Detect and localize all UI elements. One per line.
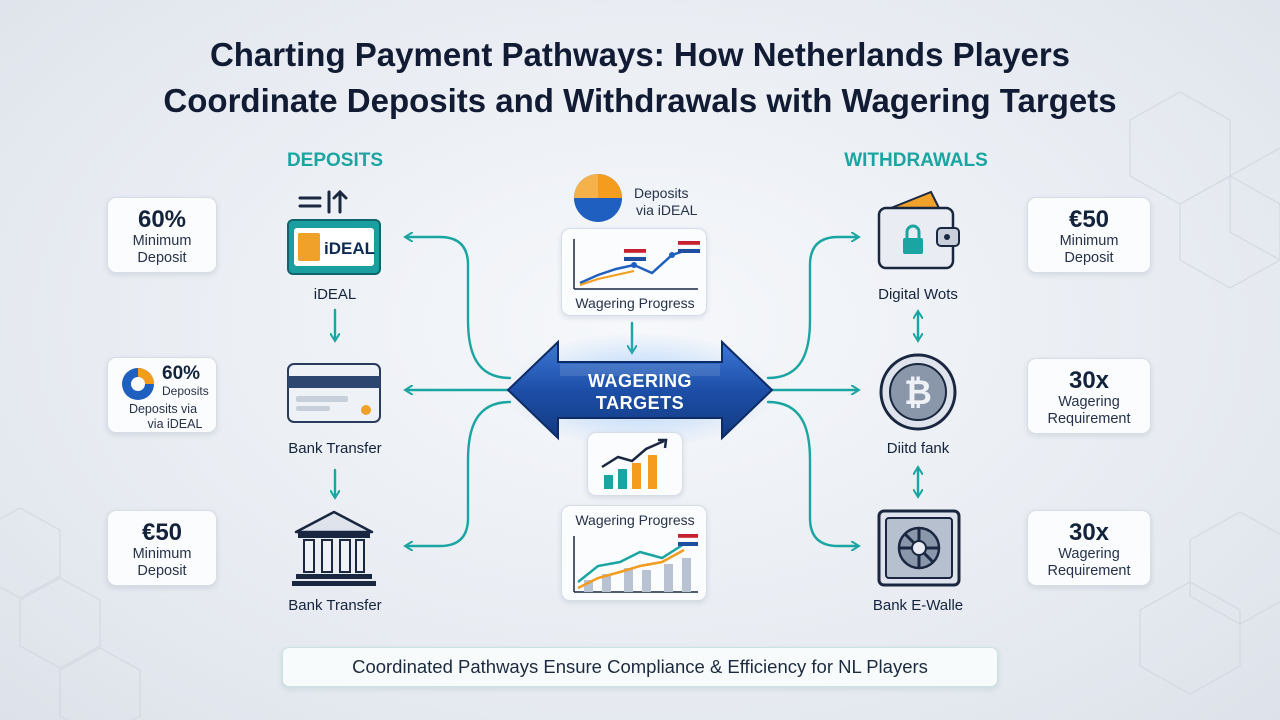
stat-label-line1: Deposits via xyxy=(128,402,198,416)
center-pie-label: Deposits via iDEAL xyxy=(634,185,697,219)
bitcoin-symbol: ₿ xyxy=(904,374,932,412)
center-pie-icon xyxy=(574,174,622,222)
stat-value: 60% xyxy=(162,363,201,384)
deposits-heading: DEPOSITS xyxy=(286,150,384,171)
wallet-lock-icon xyxy=(877,190,960,270)
deposit-node-label: iDEAL xyxy=(313,286,357,303)
growth-bar-chart-icon xyxy=(601,438,668,489)
stat-label-line2: Deposit xyxy=(137,250,187,266)
stat-label-line1: Minimum xyxy=(132,233,192,249)
wagering-targets-hub xyxy=(504,332,776,448)
stat-value: 30x xyxy=(1068,519,1110,546)
netherlands-flag-icon xyxy=(623,249,647,261)
stat-label-line2: Deposit xyxy=(1064,250,1114,266)
combo-chart-icon xyxy=(573,534,699,593)
hub-label-line1: WAGERING xyxy=(587,371,692,391)
stat-card-withdraw-min: €50 Minimum Deposit xyxy=(1027,197,1151,273)
stat-label-line2: Requirement xyxy=(1047,563,1131,579)
stat-small-label: Deposits xyxy=(162,384,209,398)
stat-value: €50 xyxy=(141,519,183,546)
deposit-node-label: Bank Transfer xyxy=(288,440,382,457)
stat-label-line1: Minimum xyxy=(132,546,192,562)
ideal-logo-text: iDEAL xyxy=(324,239,375,258)
withdrawal-node-label: Diitd fank xyxy=(886,440,950,457)
pie-label-line2: via iDEAL xyxy=(636,202,698,218)
stat-value: 30x xyxy=(1068,367,1110,394)
pie-chart-icon xyxy=(122,368,154,400)
stat-label-line2: Requirement xyxy=(1047,411,1131,427)
stat-value: €50 xyxy=(1068,206,1110,233)
withdrawal-node-label: Digital Wots xyxy=(878,286,958,303)
stat-label-line2: Deposit xyxy=(137,563,187,579)
withdrawal-node-label: Bank E-Walle xyxy=(872,597,964,614)
hub-label: WAGERING TARGETS xyxy=(540,370,740,414)
line-chart-icon xyxy=(573,239,701,290)
wagering-progress-card-top: Wagering Progress xyxy=(561,228,707,316)
stat-card-wagering-2: 30x Wagering Requirement xyxy=(1027,510,1151,586)
ideal-terminal-icon: iDEAL xyxy=(287,189,381,275)
withdrawals-heading: WITHDRAWALS xyxy=(844,150,988,171)
stat-label-line2: via iDEAL xyxy=(147,417,203,431)
stat-card-min-deposit-euro: €50 Minimum Deposit xyxy=(107,510,217,586)
stat-label-line1: Wagering xyxy=(1058,546,1120,562)
netherlands-flag-icon-2 xyxy=(677,241,701,253)
stat-value: 60% xyxy=(137,206,187,233)
growth-chart-card xyxy=(587,432,683,496)
page-title: Charting Payment Pathways: How Netherlan… xyxy=(40,32,1240,124)
wagering-progress-label: Wagering Progress xyxy=(575,295,695,311)
bitcoin-coin-icon: ₿ xyxy=(879,353,957,431)
stat-card-min-deposit-percent: 60% Minimum Deposit xyxy=(107,197,217,273)
stat-label-line1: Wagering xyxy=(1058,394,1120,410)
vault-safe-icon xyxy=(877,509,961,587)
title-line-1: Charting Payment Pathways: How Netherlan… xyxy=(209,36,1071,73)
deposit-node-label: Bank Transfer xyxy=(288,597,382,614)
title-line-2: Coordinate Deposits and Withdrawals with… xyxy=(163,82,1117,119)
stat-card-ideal-share: 60% Deposits Deposits via via iDEAL xyxy=(107,357,217,433)
hub-label-line2: TARGETS xyxy=(595,393,685,413)
stat-card-wagering-1: 30x Wagering Requirement xyxy=(1027,358,1151,434)
netherlands-flag-icon-3 xyxy=(677,534,699,546)
footer-banner: Coordinated Pathways Ensure Compliance &… xyxy=(282,647,998,687)
pie-label-line1: Deposits xyxy=(634,185,689,201)
bank-building-icon xyxy=(292,510,376,586)
stat-label-line1: Minimum xyxy=(1059,233,1119,249)
credit-card-icon xyxy=(287,363,381,423)
wagering-progress-card-bottom: Wagering Progress xyxy=(561,505,707,601)
wagering-progress-label: Wagering Progress xyxy=(575,512,695,528)
